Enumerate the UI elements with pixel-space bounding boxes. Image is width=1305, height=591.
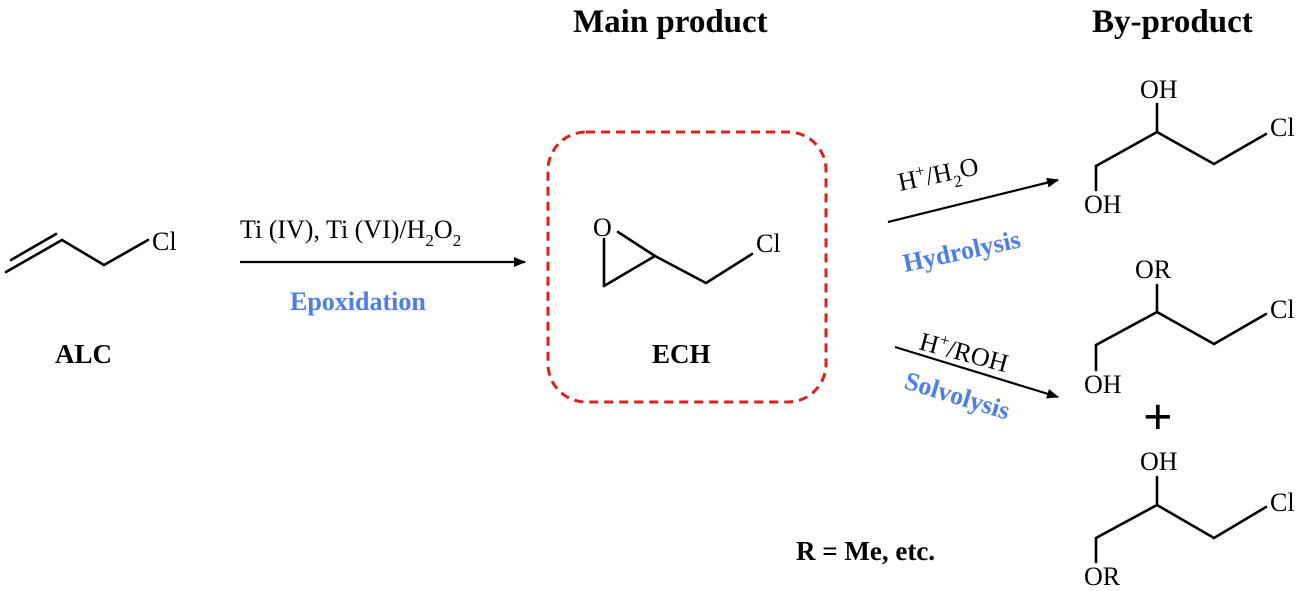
ether-a-cl: Cl [1270,295,1295,324]
hydrolysis-process-label: Hydrolysis [900,225,1023,278]
ech-bond [653,254,708,285]
ether-b-bond [1155,503,1216,540]
ether-a-bond [1155,310,1216,346]
by-product-header: By-product [1092,4,1253,40]
ether-b-bond [1094,503,1159,540]
ech-cl-atom: Cl [756,229,781,258]
r-group-note: R = Me, etc. [796,536,935,566]
diol-cl: Cl [1270,113,1295,142]
alc-double-bond-inner [9,232,58,262]
alc-double-bond-outer [4,238,64,274]
solvolysis-arrow [894,345,1059,399]
ether-a-top-or: OR [1135,255,1172,284]
diol-bond [1094,130,1159,168]
diol-bond [1212,132,1268,166]
epoxidation-process-label: Epoxidation [290,287,426,316]
solvolysis-conditions: H+/ROH [916,325,1012,378]
ech-bond [616,230,657,258]
main-product-highlight-box [546,130,828,404]
byproduct-ether-b-structure: OH Cl OR [1084,447,1295,591]
byproduct-ether-a-structure: OR Cl OH [1084,255,1295,399]
alc-cl-atom: Cl [152,227,177,256]
alc-bond [102,238,150,267]
diol-bond [1155,130,1216,166]
hydrolysis-arrow [887,177,1059,224]
ether-b-top-oh: OH [1140,447,1178,476]
ether-b-bottom-or: OR [1084,562,1121,591]
alc-bond [60,238,106,267]
diol-top-oh: OH [1140,75,1178,104]
ech-label: ECH [652,339,711,369]
hydrolysis-conditions: H+/H2O [895,150,983,203]
alc-structure: Cl [4,227,177,274]
main-product-header: Main product [573,4,768,40]
ether-b-cl: Cl [1270,488,1295,517]
ether-a-bond [1212,312,1268,346]
byproduct-diol-structure: OH Cl OH [1084,75,1295,219]
ether-a-bottom-oh: OH [1084,370,1122,399]
ech-bond [602,254,657,288]
ether-b-bond [1212,505,1268,540]
alc-label: ALC [55,339,112,369]
ether-a-bond [1094,310,1159,347]
ech-structure: O Cl [593,213,781,288]
epoxidation-conditions: Ti (IV), Ti (VI)/H2O2 [240,215,461,250]
plus-sign: + [1143,389,1173,446]
diol-bottom-oh: OH [1084,190,1122,219]
ech-bond [704,252,754,285]
ech-o-atom: O [593,213,612,242]
